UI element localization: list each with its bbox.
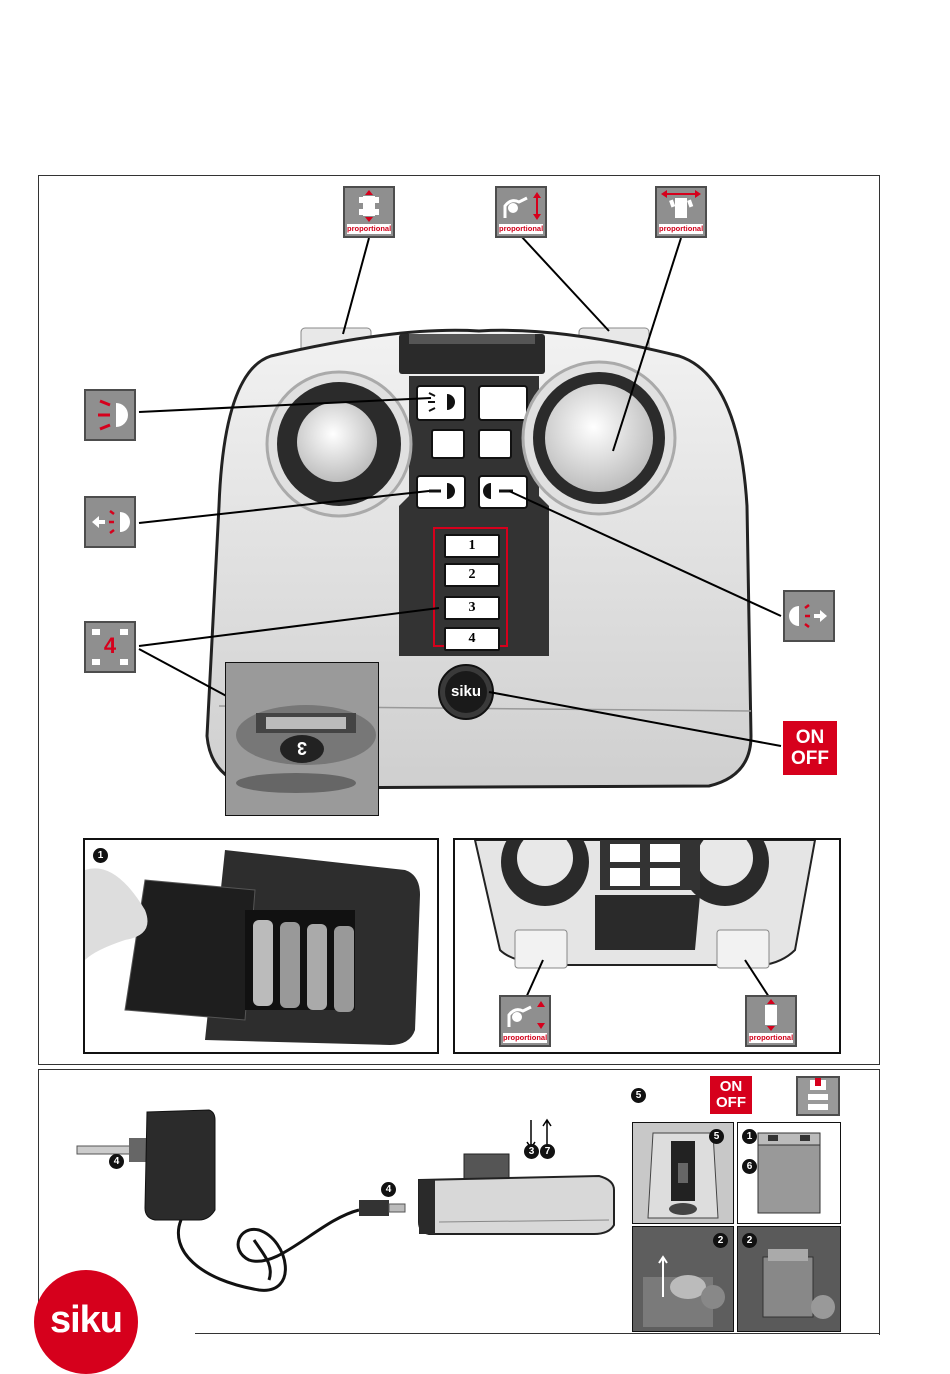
on-text: ON: [783, 727, 837, 748]
crane-arm-up-down-icon: proportional: [495, 186, 547, 238]
charging-base-illustration: [409, 1110, 629, 1250]
crane-arm-up-down-icon: proportional: [499, 995, 551, 1047]
controller-overview-panel: 1 2 3 4 siku proportional proportional p…: [38, 175, 880, 1065]
step-badge: 2: [742, 1233, 757, 1248]
charging-panel: 4 4 3 7 ON OFF 5 5 1 6 2 2: [38, 1069, 880, 1335]
channel-button-3[interactable]: 3: [444, 596, 500, 620]
on-text: ON: [710, 1079, 752, 1095]
channel-button-label: 3: [469, 600, 476, 615]
battery-insert-photo: 2: [737, 1226, 841, 1332]
on-off-label: ON OFF: [783, 721, 837, 775]
dial-number: 3: [292, 737, 312, 758]
cable-step-badge: 4: [381, 1182, 396, 1197]
steering-left-right-icon: proportional: [655, 186, 707, 238]
insert-step-badge: 3: [524, 1144, 539, 1159]
channel-button-label: 2: [469, 567, 476, 582]
off-text: OFF: [710, 1095, 752, 1111]
indicator-right-icon: [783, 590, 835, 642]
channel-button-label: 4: [469, 631, 476, 646]
proportional-tag: proportional: [499, 224, 543, 234]
indicator-left-icon: [84, 496, 136, 548]
proportional-tag: proportional: [659, 224, 703, 234]
step-badge: 5: [631, 1088, 646, 1103]
proportional-tag: proportional: [503, 1033, 547, 1043]
drive-forward-backward-icon: proportional: [745, 995, 797, 1047]
battery-pack-photo: 1 6: [737, 1122, 841, 1224]
proportional-tag: proportional: [749, 1033, 793, 1043]
drive-forward-backward-icon: proportional: [343, 186, 395, 238]
bottom-rule: [195, 1333, 879, 1334]
plug-step-badge: 4: [109, 1154, 124, 1169]
channel-button-1[interactable]: 1: [444, 534, 500, 558]
vehicle-switch-photo: 5: [632, 1122, 734, 1224]
battery-compartment-inset: 1: [83, 838, 439, 1054]
step-badge: 1: [93, 848, 108, 863]
channel-number: 4: [100, 633, 120, 659]
battery-removal-photo: 2: [632, 1226, 734, 1332]
siku-logo: siku: [34, 1270, 138, 1374]
remove-step-badge: 7: [540, 1144, 555, 1159]
shoulder-buttons-inset: proportional proportional: [453, 838, 841, 1054]
channel-switch-icon: [796, 1076, 840, 1116]
step-badge: 5: [709, 1129, 724, 1144]
step-badge: 1: [742, 1129, 757, 1144]
on-off-label: ON OFF: [710, 1076, 752, 1114]
channel-button-label: 1: [469, 538, 476, 553]
channel-select-icon: 4: [84, 621, 136, 673]
channel-dial-detail-photo: 3: [225, 662, 379, 816]
channel-button-2[interactable]: 2: [444, 563, 500, 587]
off-text: OFF: [783, 748, 837, 769]
channel-button-4[interactable]: 4: [444, 627, 500, 651]
proportional-tag: proportional: [347, 224, 391, 234]
step-badge: 6: [742, 1159, 757, 1174]
headlight-icon: [84, 389, 136, 441]
siku-power-button[interactable]: siku: [444, 682, 488, 702]
step-badge: 2: [713, 1233, 728, 1248]
